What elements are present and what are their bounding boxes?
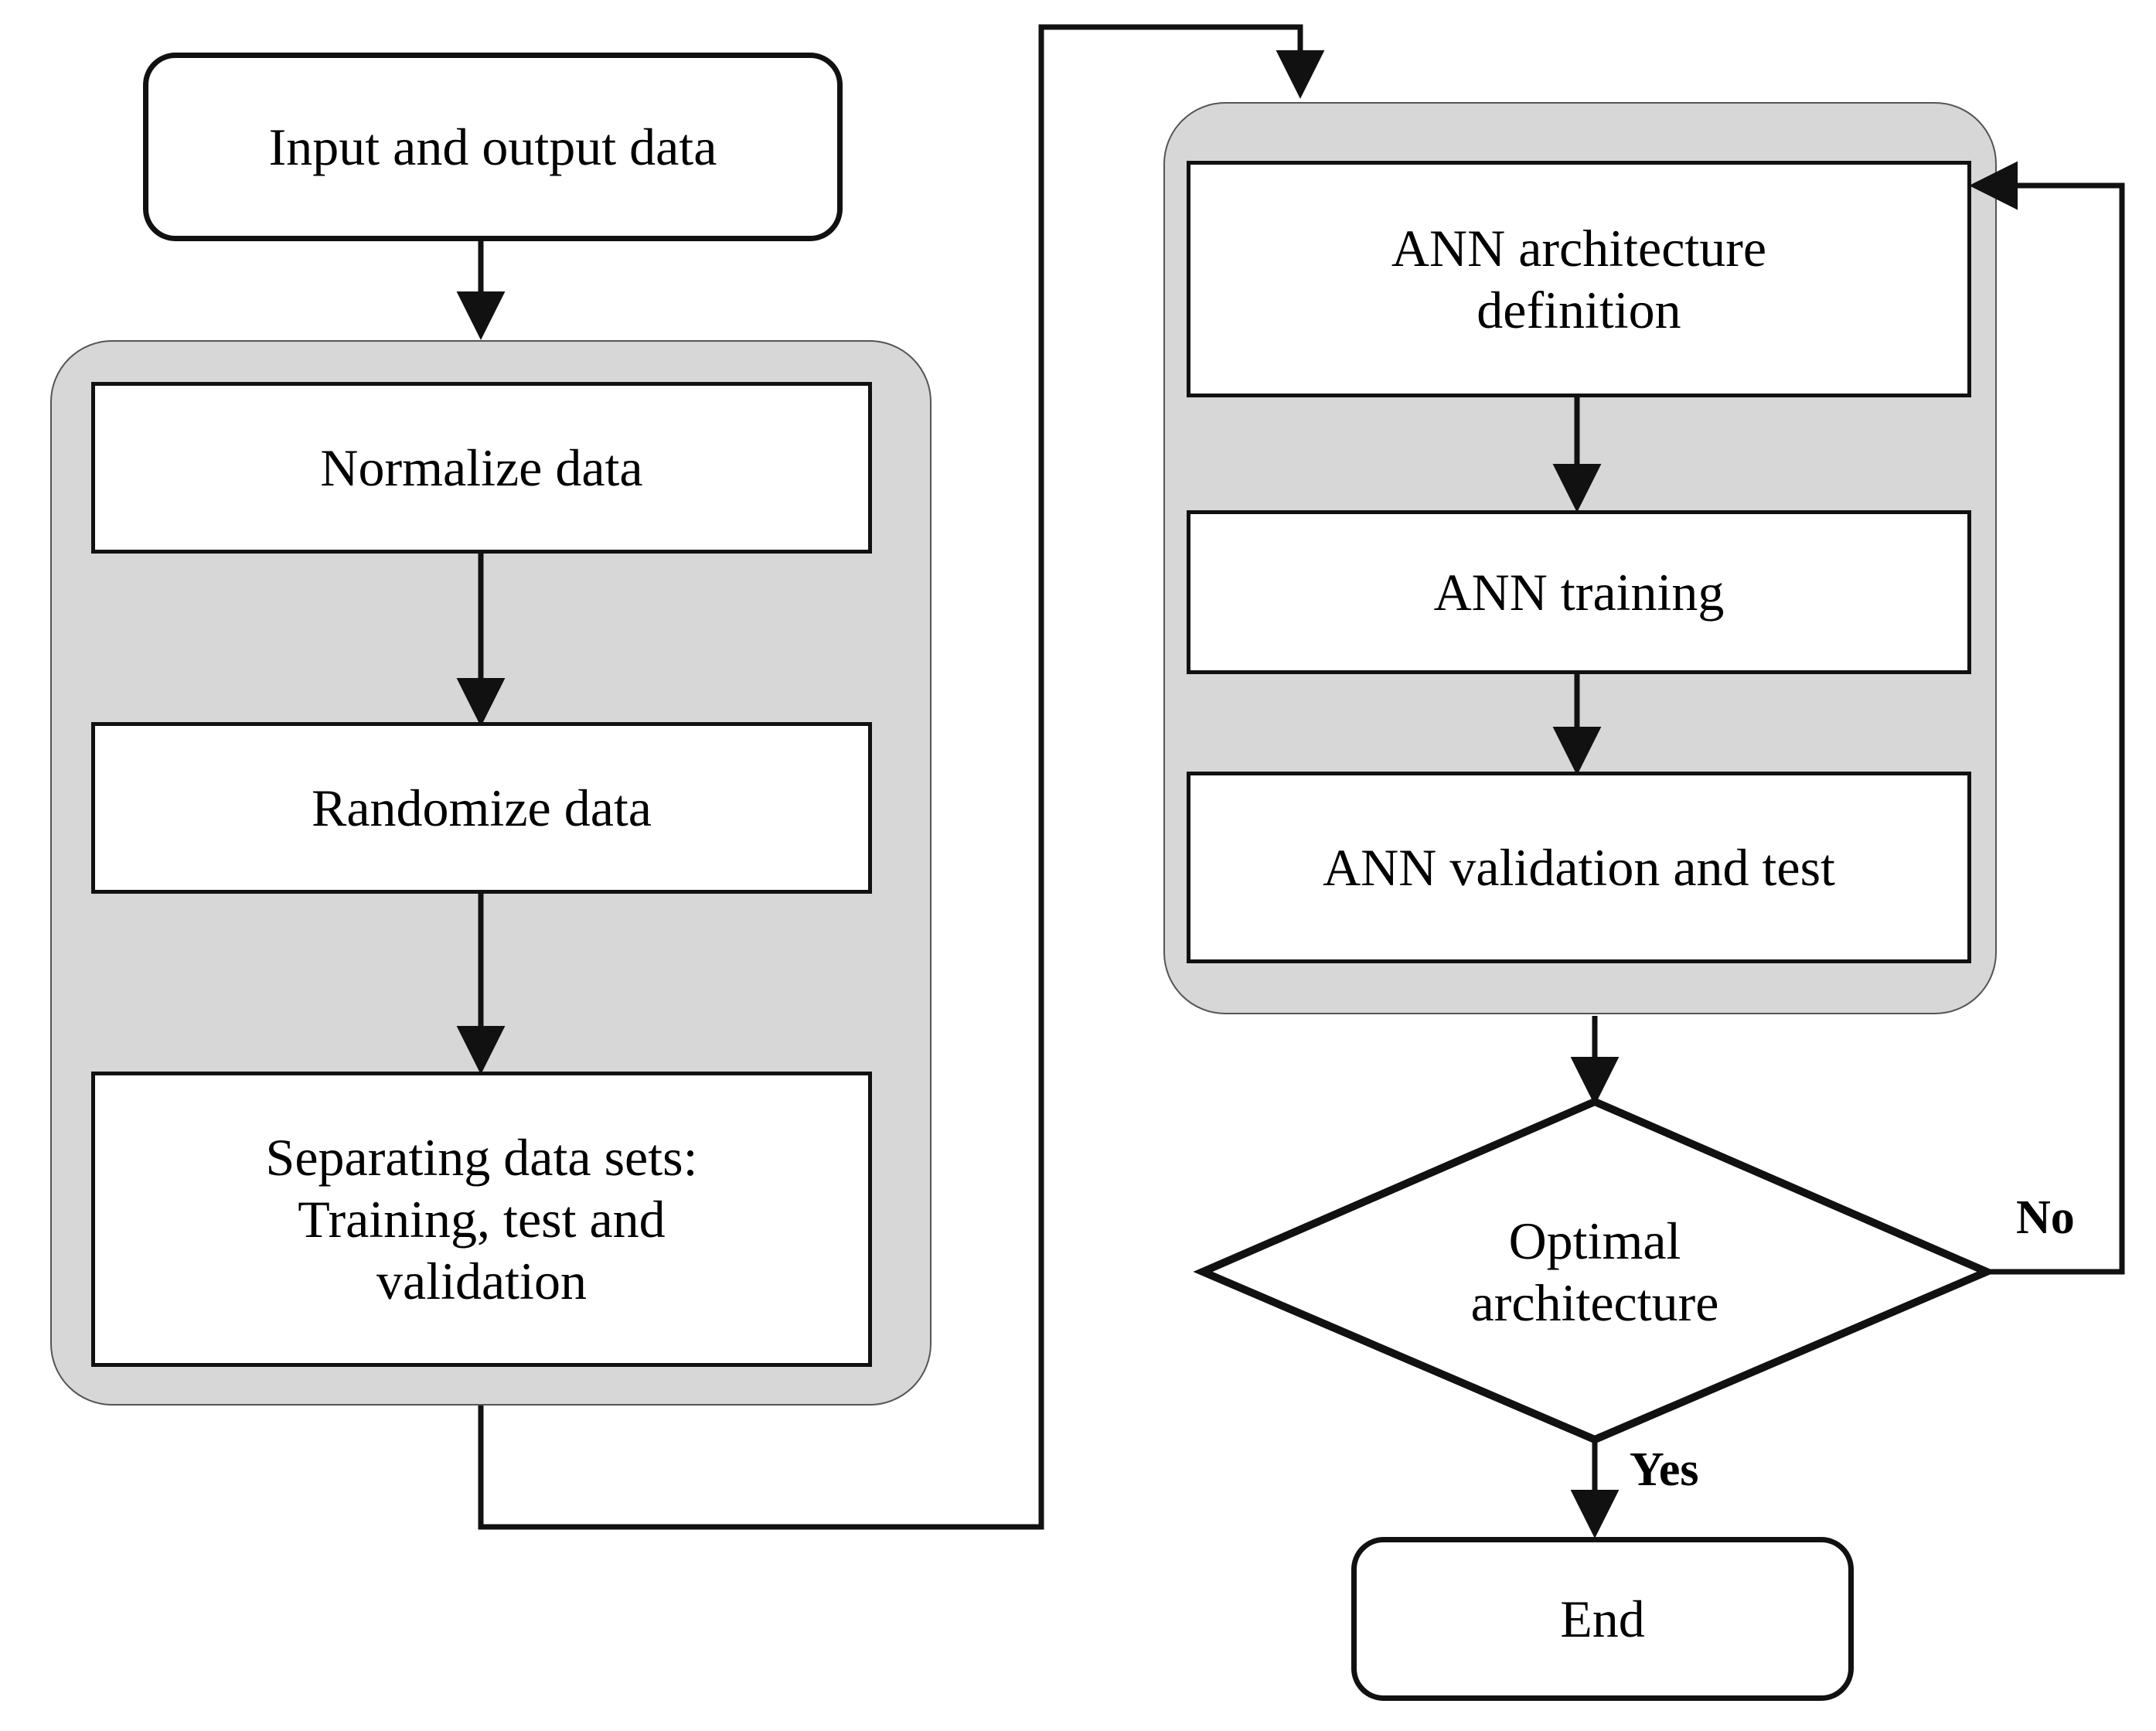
node-normalize-data[interactable]: Normalize data (91, 382, 872, 554)
node-end-label: End (1560, 1589, 1645, 1648)
node-ann-validation-and-test[interactable]: ANN validation and test (1187, 772, 1971, 963)
node-decision-label-line2: architecture (1470, 1273, 1719, 1332)
edge-label-yes: Yes (1630, 1443, 1699, 1496)
node-randomize-data[interactable]: Randomize data (91, 722, 872, 894)
node-ann-training-label: ANN training (1433, 562, 1725, 622)
node-separating-data-sets[interactable]: Separating data sets: Training, test and… (91, 1072, 872, 1367)
edge-decision-no-loop (1969, 161, 2125, 1275)
node-ann-architecture-definition-label: ANN architecture definition (1391, 218, 1767, 339)
node-normalize-data-label: Normalize data (320, 438, 643, 497)
node-decision-optimal-architecture[interactable]: Optimal architecture (1314, 1191, 1875, 1353)
node-start[interactable]: Input and output data (143, 53, 843, 241)
node-ann-training[interactable]: ANN training (1187, 510, 1971, 674)
edge-label-no: No (2016, 1191, 2075, 1244)
node-ann-architecture-definition[interactable]: ANN architecture definition (1187, 161, 1971, 397)
node-ann-validation-and-test-label: ANN validation and test (1323, 837, 1835, 897)
node-decision-label-line1: Optimal (1508, 1211, 1681, 1270)
node-end[interactable]: End (1351, 1537, 1854, 1701)
node-start-label: Input and output data (268, 117, 717, 176)
node-randomize-data-label: Randomize data (312, 778, 652, 837)
node-separating-data-sets-label: Separating data sets: Training, test and… (265, 1127, 698, 1311)
